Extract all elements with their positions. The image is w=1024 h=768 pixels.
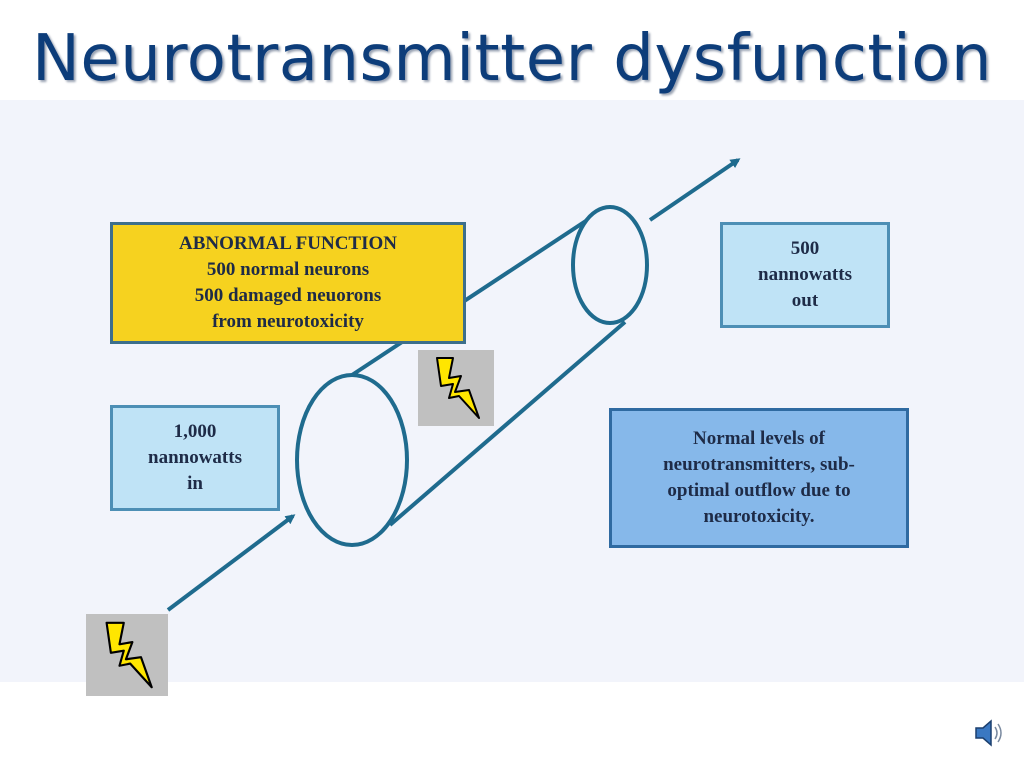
normal-line-3: optimal outflow due to <box>667 480 851 501</box>
speaker-icon[interactable] <box>972 716 1006 750</box>
abnormal-function-box: ABNORMAL FUNCTION 500 normal neurons 500… <box>110 222 466 344</box>
abnormal-line-1: ABNORMAL FUNCTION <box>179 233 397 254</box>
output-line-3: out <box>791 290 819 311</box>
abnormal-line-2: 500 normal neurons <box>206 259 370 280</box>
cylinder-bottom-edge <box>388 320 627 527</box>
abnormal-line-3: 500 damaged neuorons <box>194 285 382 306</box>
cylinder-end-left <box>295 373 409 547</box>
normal-line-4: neurotoxicity. <box>703 506 815 527</box>
normal-line-2: neurotransmitters, sub- <box>663 454 855 475</box>
slide-title: Neurotransmitter dysfunction <box>31 22 993 96</box>
cylinder-end-right <box>571 205 649 325</box>
normal-line-1: Normal levels of <box>693 428 825 449</box>
output-line-1: 500 <box>790 238 820 259</box>
output-line-2: nannowatts <box>758 264 852 285</box>
diagram-background <box>0 100 1024 682</box>
input-line-2: nannowatts <box>148 447 242 468</box>
output-arrow <box>648 158 741 222</box>
input-line-3: in <box>187 473 203 494</box>
input-nannowatts-box: 1,000 nannowatts in <box>110 405 280 511</box>
cylinder-top-edge <box>350 205 609 377</box>
normal-levels-box: Normal levels of neurotransmitters, sub-… <box>609 408 909 548</box>
output-nannowatts-box: 500 nannowatts out <box>720 222 890 328</box>
input-line-1: 1,000 <box>173 421 217 442</box>
input-arrow <box>166 514 296 612</box>
lightning-bolt-icon <box>418 350 494 426</box>
abnormal-line-4: from neurotoxicity <box>212 311 364 332</box>
lightning-bolt-icon <box>86 614 168 696</box>
